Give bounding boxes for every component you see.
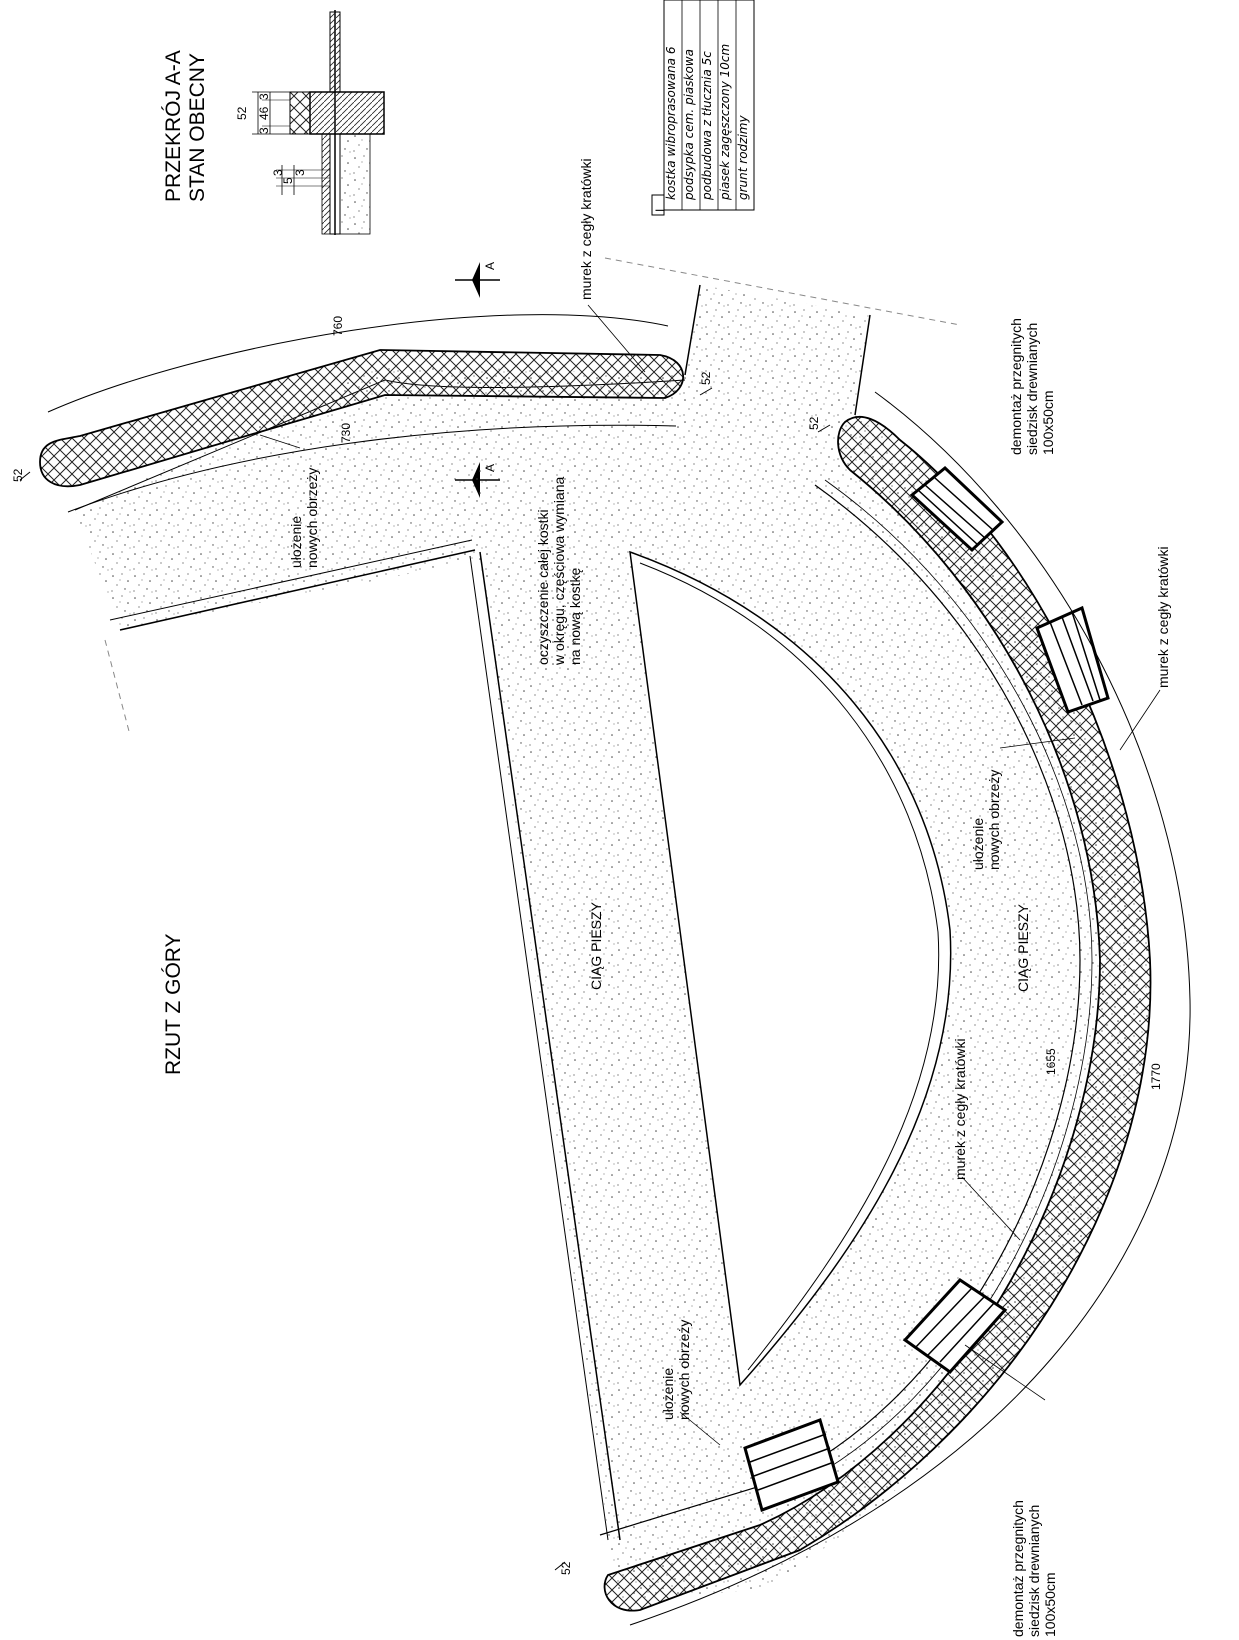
bench-1 — [909, 466, 1005, 553]
leader-lines — [259, 304, 1161, 1446]
label-new-curbs-top: ułożenie nowych obrzeży — [288, 467, 321, 568]
dimension-arcs — [19, 314, 1191, 1626]
dim-1655: 1655 — [1044, 1048, 1058, 1075]
label-path-left: CIĄG PIESZY — [588, 902, 604, 990]
plan-title: RZUT Z GÓRY — [162, 933, 185, 1075]
dim-wall-width-bottom: 52 — [559, 1561, 573, 1575]
section-dim-46: 46 — [257, 106, 271, 120]
dim-760: 760 — [331, 315, 345, 336]
section-dim-3d: 3 — [293, 169, 307, 176]
section-a-a — [252, 10, 385, 235]
legend-row-4: piasek zagęszczony 10cm — [718, 43, 732, 200]
bench-2 — [1035, 605, 1110, 714]
section-cut-marker-top — [455, 262, 500, 298]
label-wall-bottom: murek z cegły kratówki — [952, 1038, 968, 1180]
section-mark-a-top: A — [483, 261, 497, 270]
label-bench-removal-top: demontaż przegnitych siedzisk drewnianyc… — [1008, 318, 1057, 455]
dim-1770: 1770 — [1149, 1063, 1163, 1090]
paved-area — [74, 257, 1151, 1600]
dim-730: 730 — [339, 422, 353, 443]
label-wall-right: murek z cegły kratówki — [1155, 546, 1171, 688]
legend-key: I — [653, 208, 667, 212]
section-dim-3b: 3 — [257, 127, 271, 134]
label-cleaning-note: oczyszczenie całej kostki w okręgu, częś… — [535, 476, 584, 665]
section-dim-52: 52 — [235, 106, 249, 120]
brick-wall-top — [39, 349, 685, 488]
label-path-right: CIĄG PIESZY — [1015, 904, 1031, 992]
label-bench-removal-bottom: demontaż przegnitych siedzisk drewnianyc… — [1010, 1500, 1059, 1637]
bench-4 — [743, 1418, 840, 1512]
section-mark-a-bottom: A — [483, 463, 497, 472]
dim-wall-width-top: 52 — [11, 468, 25, 482]
section-dim-3a: 3 — [257, 93, 271, 100]
label-new-curbs-right: ułożenie nowych obrzeży — [970, 769, 1003, 870]
dim-wall-width-right: 52 — [807, 416, 821, 430]
legend-row-3: podbudowa z tłucznia 5c — [700, 51, 714, 200]
bench-3 — [902, 1278, 1008, 1375]
section-title: PRZEKRÓJ A-A STAN OBECNY — [162, 50, 210, 202]
label-wall-top: murek z cegły kratówki — [578, 158, 594, 300]
legend-row-1: kostka wibroprasowana 6 — [664, 46, 678, 200]
dim-entry-width: 52 — [699, 371, 713, 385]
legend-table — [651, 0, 755, 216]
section-dim-3c: 3 — [271, 169, 285, 176]
section-dim-5: 5 — [281, 177, 295, 184]
legend-row-5: grunt rodzimy — [736, 115, 750, 200]
legend-row-2: podsypka cem. piaskowa — [682, 49, 696, 200]
label-new-curbs-bottom: ułożenie nowych obrzeży — [660, 1319, 693, 1420]
